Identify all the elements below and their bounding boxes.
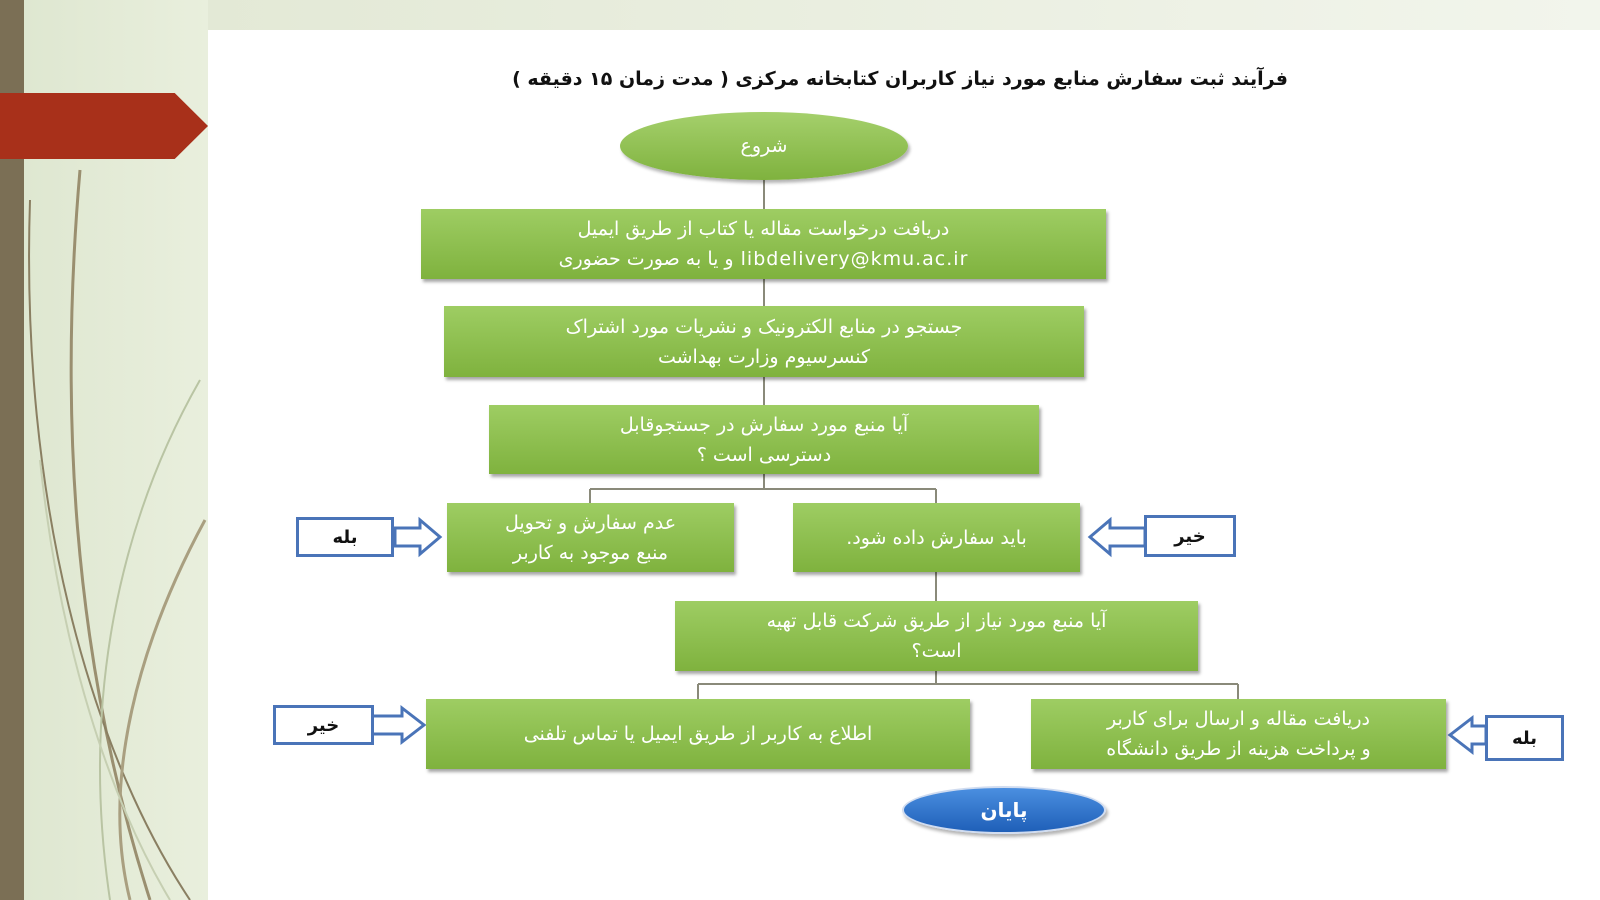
search-resources-box: جستجو در منابع الکترونیک و نشریات مورد ا…	[444, 306, 1084, 377]
receive-line-1: دریافت درخواست مقاله یا کتاب از طریق ایم…	[577, 218, 950, 240]
label-no-lower-left: خیر	[273, 705, 374, 745]
end-oval: پایان	[902, 786, 1106, 834]
decision2-line-2: است؟	[911, 640, 962, 662]
label-yes-left-text: بله	[332, 526, 358, 548]
arrow-left-icon	[1087, 516, 1147, 558]
label-yes-lower-right-text: بله	[1511, 727, 1538, 749]
receive-line-2: libdelivery@kmu.ac.ir و یا به صورت حضوری	[558, 248, 969, 270]
must-order-label: باید سفارش داده شود.	[846, 526, 1027, 549]
search-line-1: جستجو در منابع الکترونیک و نشریات مورد ا…	[565, 315, 963, 338]
decision1-line-2: دسترسی است ؟	[696, 443, 832, 466]
deliver-line-1: دریافت مقاله و ارسال برای کاربر	[1106, 708, 1371, 730]
arrow-right-icon	[393, 516, 443, 558]
must-order-box: باید سفارش داده شود.	[793, 503, 1080, 572]
label-no-lower-left-text: خیر	[307, 714, 340, 736]
label-no-right-text: خیر	[1174, 525, 1206, 547]
label-no-right: خیر	[1144, 515, 1236, 557]
background-top-strip	[208, 0, 1600, 30]
decision1-line-1: آیا منبع مورد سفارش در جستجوقابل	[619, 413, 909, 436]
receive-request-box: دریافت درخواست مقاله یا کتاب از طریق ایم…	[421, 209, 1106, 279]
notify-user-box: اطلاع به کاربر از طریق ایمیل یا تماس تلف…	[426, 699, 970, 769]
search-line-2: کنسرسیوم وزارت بهداشت	[657, 345, 871, 368]
decision2-line-1: آیا منبع مورد نیاز از طریق شرکت قابل تهی…	[766, 610, 1107, 632]
decision-company-box: آیا منبع مورد نیاز از طریق شرکت قابل تهی…	[675, 601, 1198, 671]
no-order-line-2: منبع موجود به کاربر	[512, 541, 669, 564]
end-label: پایان	[980, 798, 1028, 822]
arrow-left-icon-2	[1447, 714, 1488, 756]
no-order-box: عدم سفارش و تحویل منبع موجود به کاربر	[447, 503, 734, 572]
start-oval: شروع	[620, 112, 908, 180]
no-order-line-1: عدم سفارش و تحویل	[504, 511, 677, 534]
diagram-title: فرآیند ثبت سفارش منابع مورد نیاز کاربران…	[512, 68, 1288, 90]
label-yes-lower-right: بله	[1485, 715, 1564, 761]
deliver-article-box: دریافت مقاله و ارسال برای کاربر و پرداخت…	[1031, 699, 1446, 769]
arrow-right-icon-2	[370, 704, 427, 746]
start-label: شروع	[740, 135, 788, 157]
notify-label: اطلاع به کاربر از طریق ایمیل یا تماس تلف…	[523, 723, 873, 745]
decorative-curves	[28, 169, 207, 900]
decision-accessible-box: آیا منبع مورد سفارش در جستجوقابل دسترسی …	[489, 405, 1039, 474]
label-yes-left: بله	[296, 517, 394, 557]
deliver-line-2: و پرداخت هزینه از طریق دانشگاه	[1106, 738, 1371, 760]
red-accent-pentagon	[0, 93, 208, 159]
